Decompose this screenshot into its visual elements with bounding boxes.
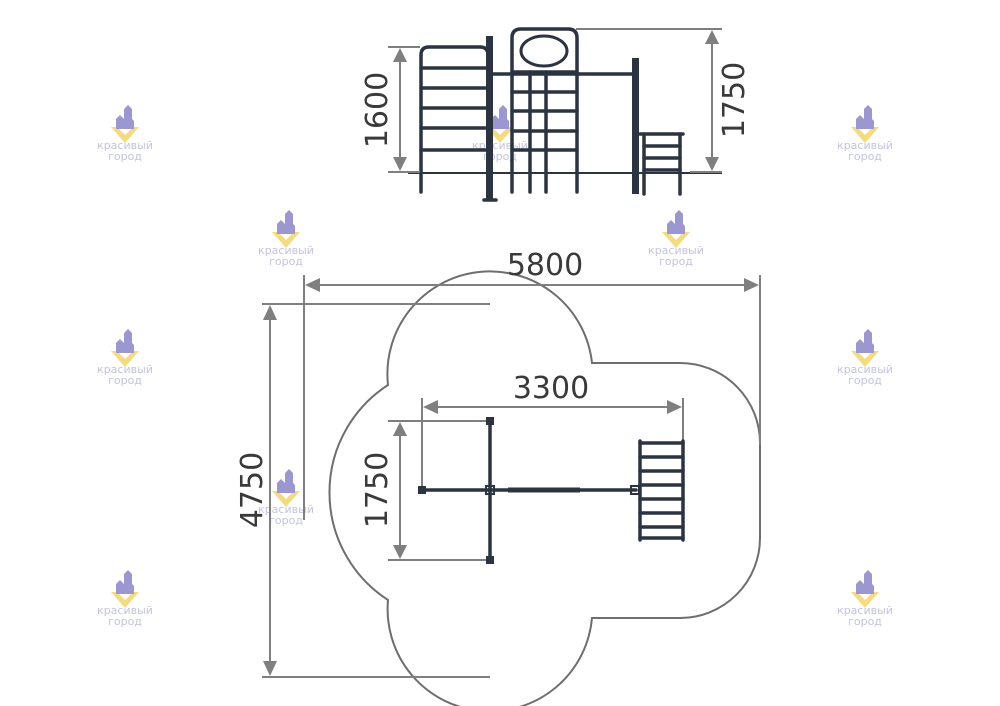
watermark-line1: красивый — [648, 244, 704, 257]
watermark-line1: красивый — [97, 139, 153, 152]
watermark-castle — [116, 570, 134, 594]
dimension-1750-plan — [388, 420, 489, 561]
watermark-chevron — [272, 491, 300, 507]
watermark-line2: город — [108, 374, 142, 387]
watermark-castle — [491, 105, 509, 129]
watermark-line2: город — [848, 374, 882, 387]
dim-label-1750-front: 1750 — [717, 62, 752, 138]
watermark-line2: город — [269, 255, 303, 268]
front-view: 1600 1750 — [360, 27, 752, 202]
watermark-chevron — [851, 351, 879, 367]
right-small-ladder — [638, 132, 685, 196]
center-pole — [486, 36, 493, 200]
left-ladder — [419, 45, 490, 194]
center-ladder — [510, 27, 579, 194]
watermark-line2: город — [659, 255, 693, 268]
watermark-line1: красивый — [258, 244, 314, 257]
dim-label-3300: 3300 — [513, 371, 589, 406]
watermark-line1: красивый — [258, 503, 314, 516]
watermark-castle — [277, 469, 295, 493]
dim-label-1600: 1600 — [360, 72, 395, 148]
watermark-castle — [856, 105, 874, 129]
watermark-line2: город — [108, 150, 142, 163]
plan-view: 5800 4750 3300 1750 — [235, 248, 761, 706]
watermark-chevron — [111, 127, 139, 143]
watermark-castle — [667, 210, 685, 234]
dim-label-4750: 4750 — [235, 452, 270, 528]
watermark-line1: красивый — [97, 604, 153, 617]
watermark-chevron — [111, 592, 139, 608]
dim-label-1750-plan: 1750 — [360, 452, 395, 528]
watermark-line1: красивый — [97, 363, 153, 376]
dimension-1600 — [388, 46, 420, 173]
round-panel — [519, 34, 569, 68]
dimension-1750-front — [576, 28, 722, 173]
watermark-chevron — [272, 232, 300, 248]
watermark-line2: город — [269, 514, 303, 527]
right-post — [632, 58, 639, 194]
dimension-4750 — [262, 303, 490, 678]
watermark-chevron — [662, 232, 690, 248]
watermark-line1: красивый — [837, 363, 893, 376]
watermark-line1: красивый — [837, 604, 893, 617]
dimension-3300 — [421, 398, 684, 490]
watermark-chevron — [851, 127, 879, 143]
dimension-5800 — [303, 275, 761, 520]
watermark-line1: красивый — [837, 139, 893, 152]
watermark-line2: город — [848, 615, 882, 628]
watermark-castle — [277, 210, 295, 234]
watermark-castle — [856, 329, 874, 353]
watermark-castle — [116, 329, 134, 353]
equipment-plan — [418, 417, 685, 564]
dim-label-5800: 5800 — [507, 248, 583, 283]
watermark-castle — [116, 105, 134, 129]
watermark-chevron — [111, 351, 139, 367]
watermark-line2: город — [108, 615, 142, 628]
watermark-castle — [856, 570, 874, 594]
watermark-line2: город — [848, 150, 882, 163]
watermark-chevron — [851, 592, 879, 608]
